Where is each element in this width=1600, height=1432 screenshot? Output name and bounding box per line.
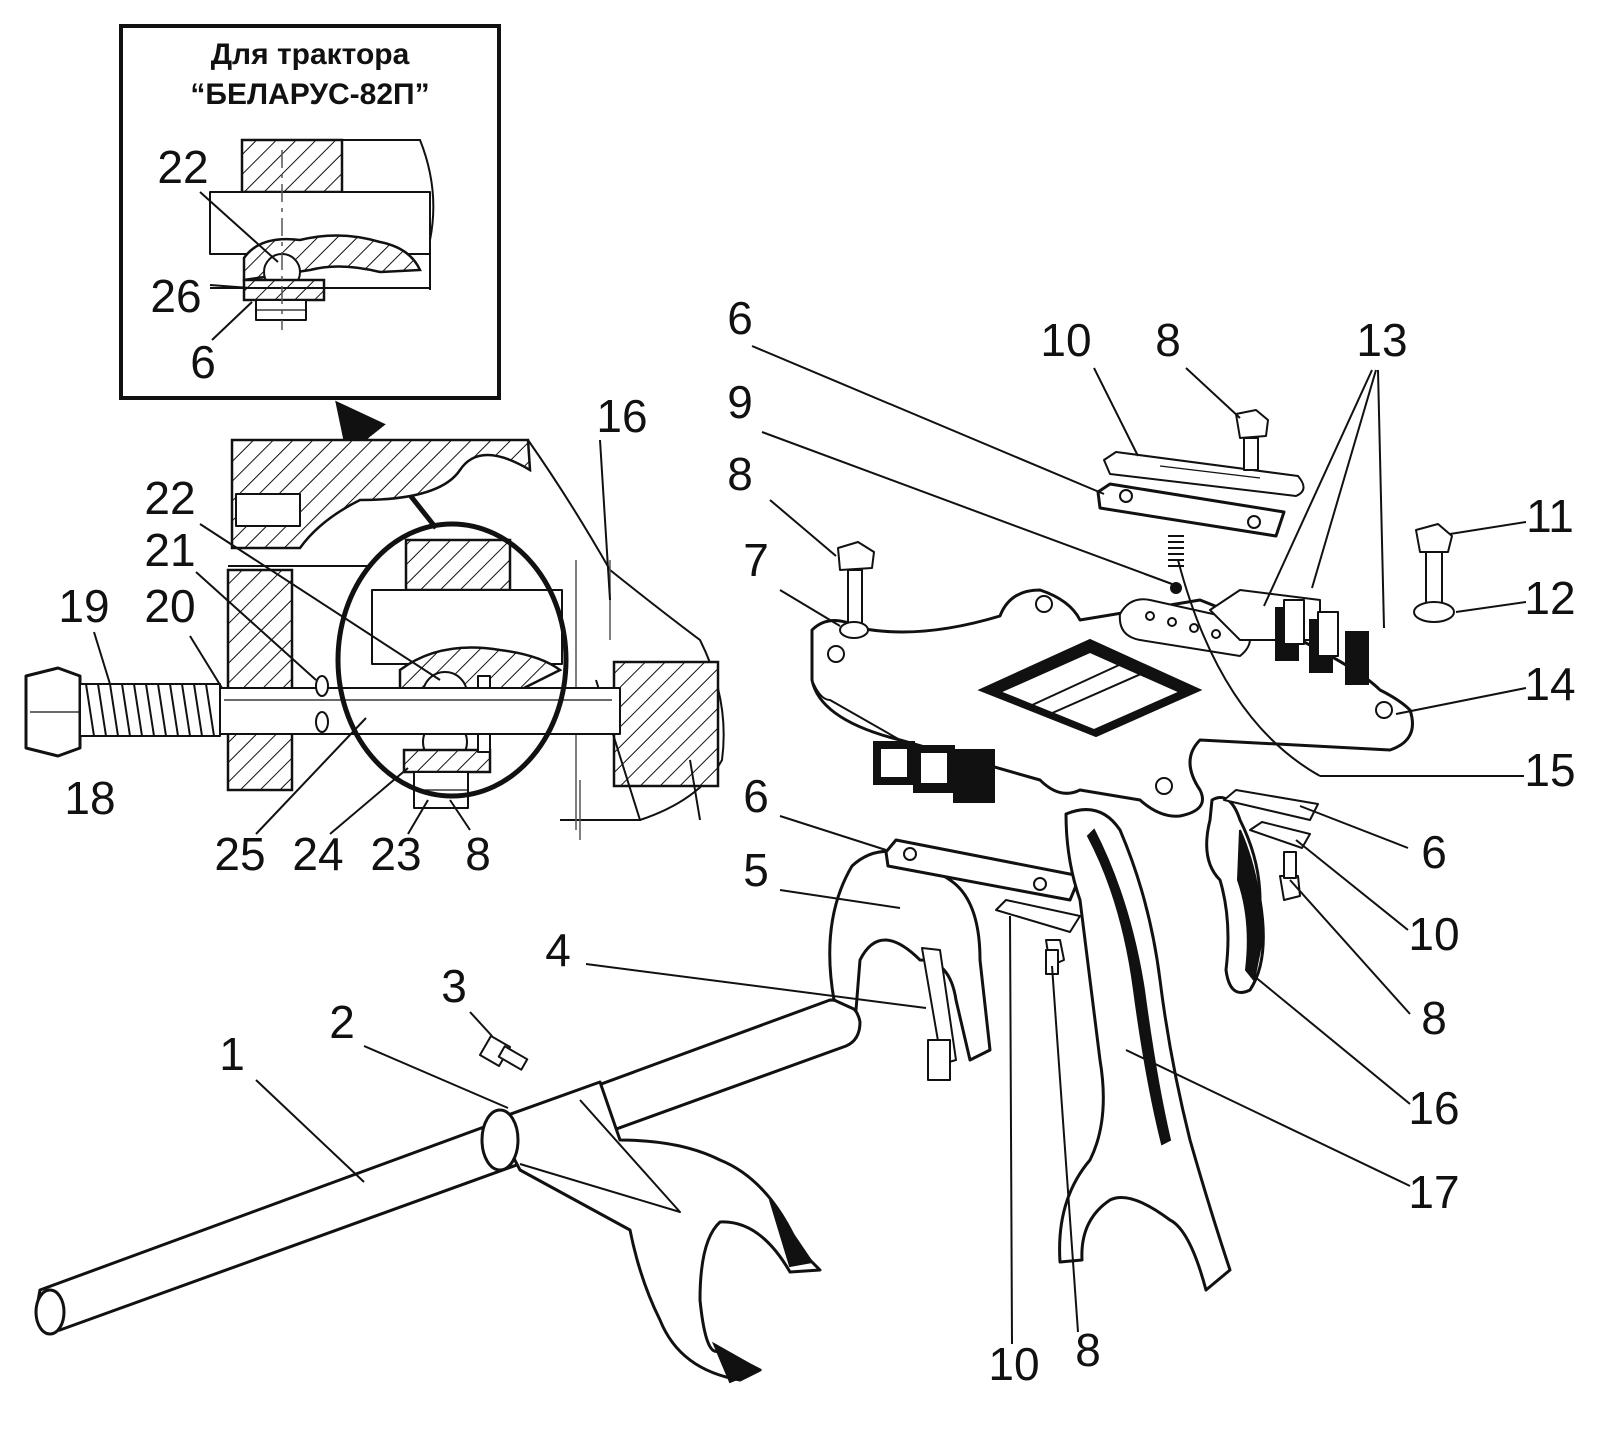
inset-title-line2: “БЕЛАРУС-82П”	[190, 78, 429, 111]
assembly-label-13: 13	[1356, 314, 1407, 366]
assembly-label-2: 2	[329, 996, 355, 1048]
detail-circle	[335, 521, 569, 799]
inset-title-line1: Для трактора	[211, 38, 410, 71]
leader-lines	[255, 345, 1527, 1345]
section-label-18: 18	[64, 772, 115, 824]
assembly-label-4: 4	[545, 924, 571, 976]
assembly-label-3: 3	[441, 960, 467, 1012]
section-label-21: 21	[144, 524, 195, 576]
inset-label-22: 22	[157, 141, 208, 193]
assembly-label-17: 17	[1408, 1166, 1459, 1218]
bolt-8-left	[837, 541, 875, 639]
assembly-label-5: 5	[743, 844, 769, 896]
section-label-22: 22	[144, 472, 195, 524]
assembly-label-9: 9	[727, 376, 753, 428]
inset-detail: Для трактора “БЕЛАРУС-82П” 22 26 6	[119, 24, 501, 400]
assembly-label-10-right: 10	[1408, 908, 1459, 960]
fork-16	[1205, 796, 1265, 994]
assembly-label-12: 12	[1524, 572, 1575, 624]
assembly-label-8-bottom: 8	[1075, 1324, 1101, 1376]
inset-label-26: 26	[150, 270, 201, 322]
section-label-16: 16	[596, 390, 647, 442]
assembly-label-16: 16	[1408, 1082, 1459, 1134]
section-label-8: 8	[465, 828, 491, 880]
assembly-label-11: 11	[1526, 490, 1574, 542]
upper-plates	[1096, 409, 1305, 594]
cover-plate	[810, 588, 1414, 818]
interlock-blocks	[1209, 589, 1369, 685]
fork-2	[480, 1080, 822, 1384]
assembly-label-8-right: 8	[1421, 992, 1447, 1044]
exploded-assembly	[34, 409, 1455, 1384]
assembly-label-6-right: 6	[1421, 826, 1447, 878]
bolt-11	[1413, 523, 1455, 623]
assembly-label-6-mid: 6	[743, 770, 769, 822]
assembly-label-14: 14	[1524, 658, 1575, 710]
assembly-label-6-top: 6	[727, 292, 753, 344]
section-label-20: 20	[144, 580, 195, 632]
assembly-label-15: 15	[1524, 744, 1575, 796]
lower-left-plates	[884, 838, 1082, 975]
assembly-label-8-top: 8	[1155, 314, 1181, 366]
assembly-labels: 6 10 8 13 9 8 11 7 12 14 15 6 6 5 10 4 8…	[219, 292, 1575, 1390]
lower-blocks	[873, 741, 995, 803]
inset-label-6: 6	[190, 336, 216, 388]
section-view	[24, 438, 725, 840]
spring	[79, 683, 221, 737]
section-label-23: 23	[370, 828, 421, 880]
assembly-label-1: 1	[219, 1028, 245, 1080]
assembly-label-10-bottom: 10	[988, 1338, 1039, 1390]
assembly-label-10-top: 10	[1040, 314, 1091, 366]
section-label-24: 24	[292, 828, 343, 880]
section-label-19: 19	[58, 580, 109, 632]
lower-right-plates	[1223, 789, 1319, 901]
assembly-label-8-left: 8	[727, 448, 753, 500]
section-labels: 16 22 21 19 20 18 25 24 23 8	[58, 390, 647, 880]
assembly-label-7: 7	[743, 534, 769, 586]
lever-17	[1058, 808, 1232, 1292]
section-label-25: 25	[214, 828, 265, 880]
bolt-3	[478, 1034, 529, 1071]
fork-5	[828, 849, 992, 1081]
